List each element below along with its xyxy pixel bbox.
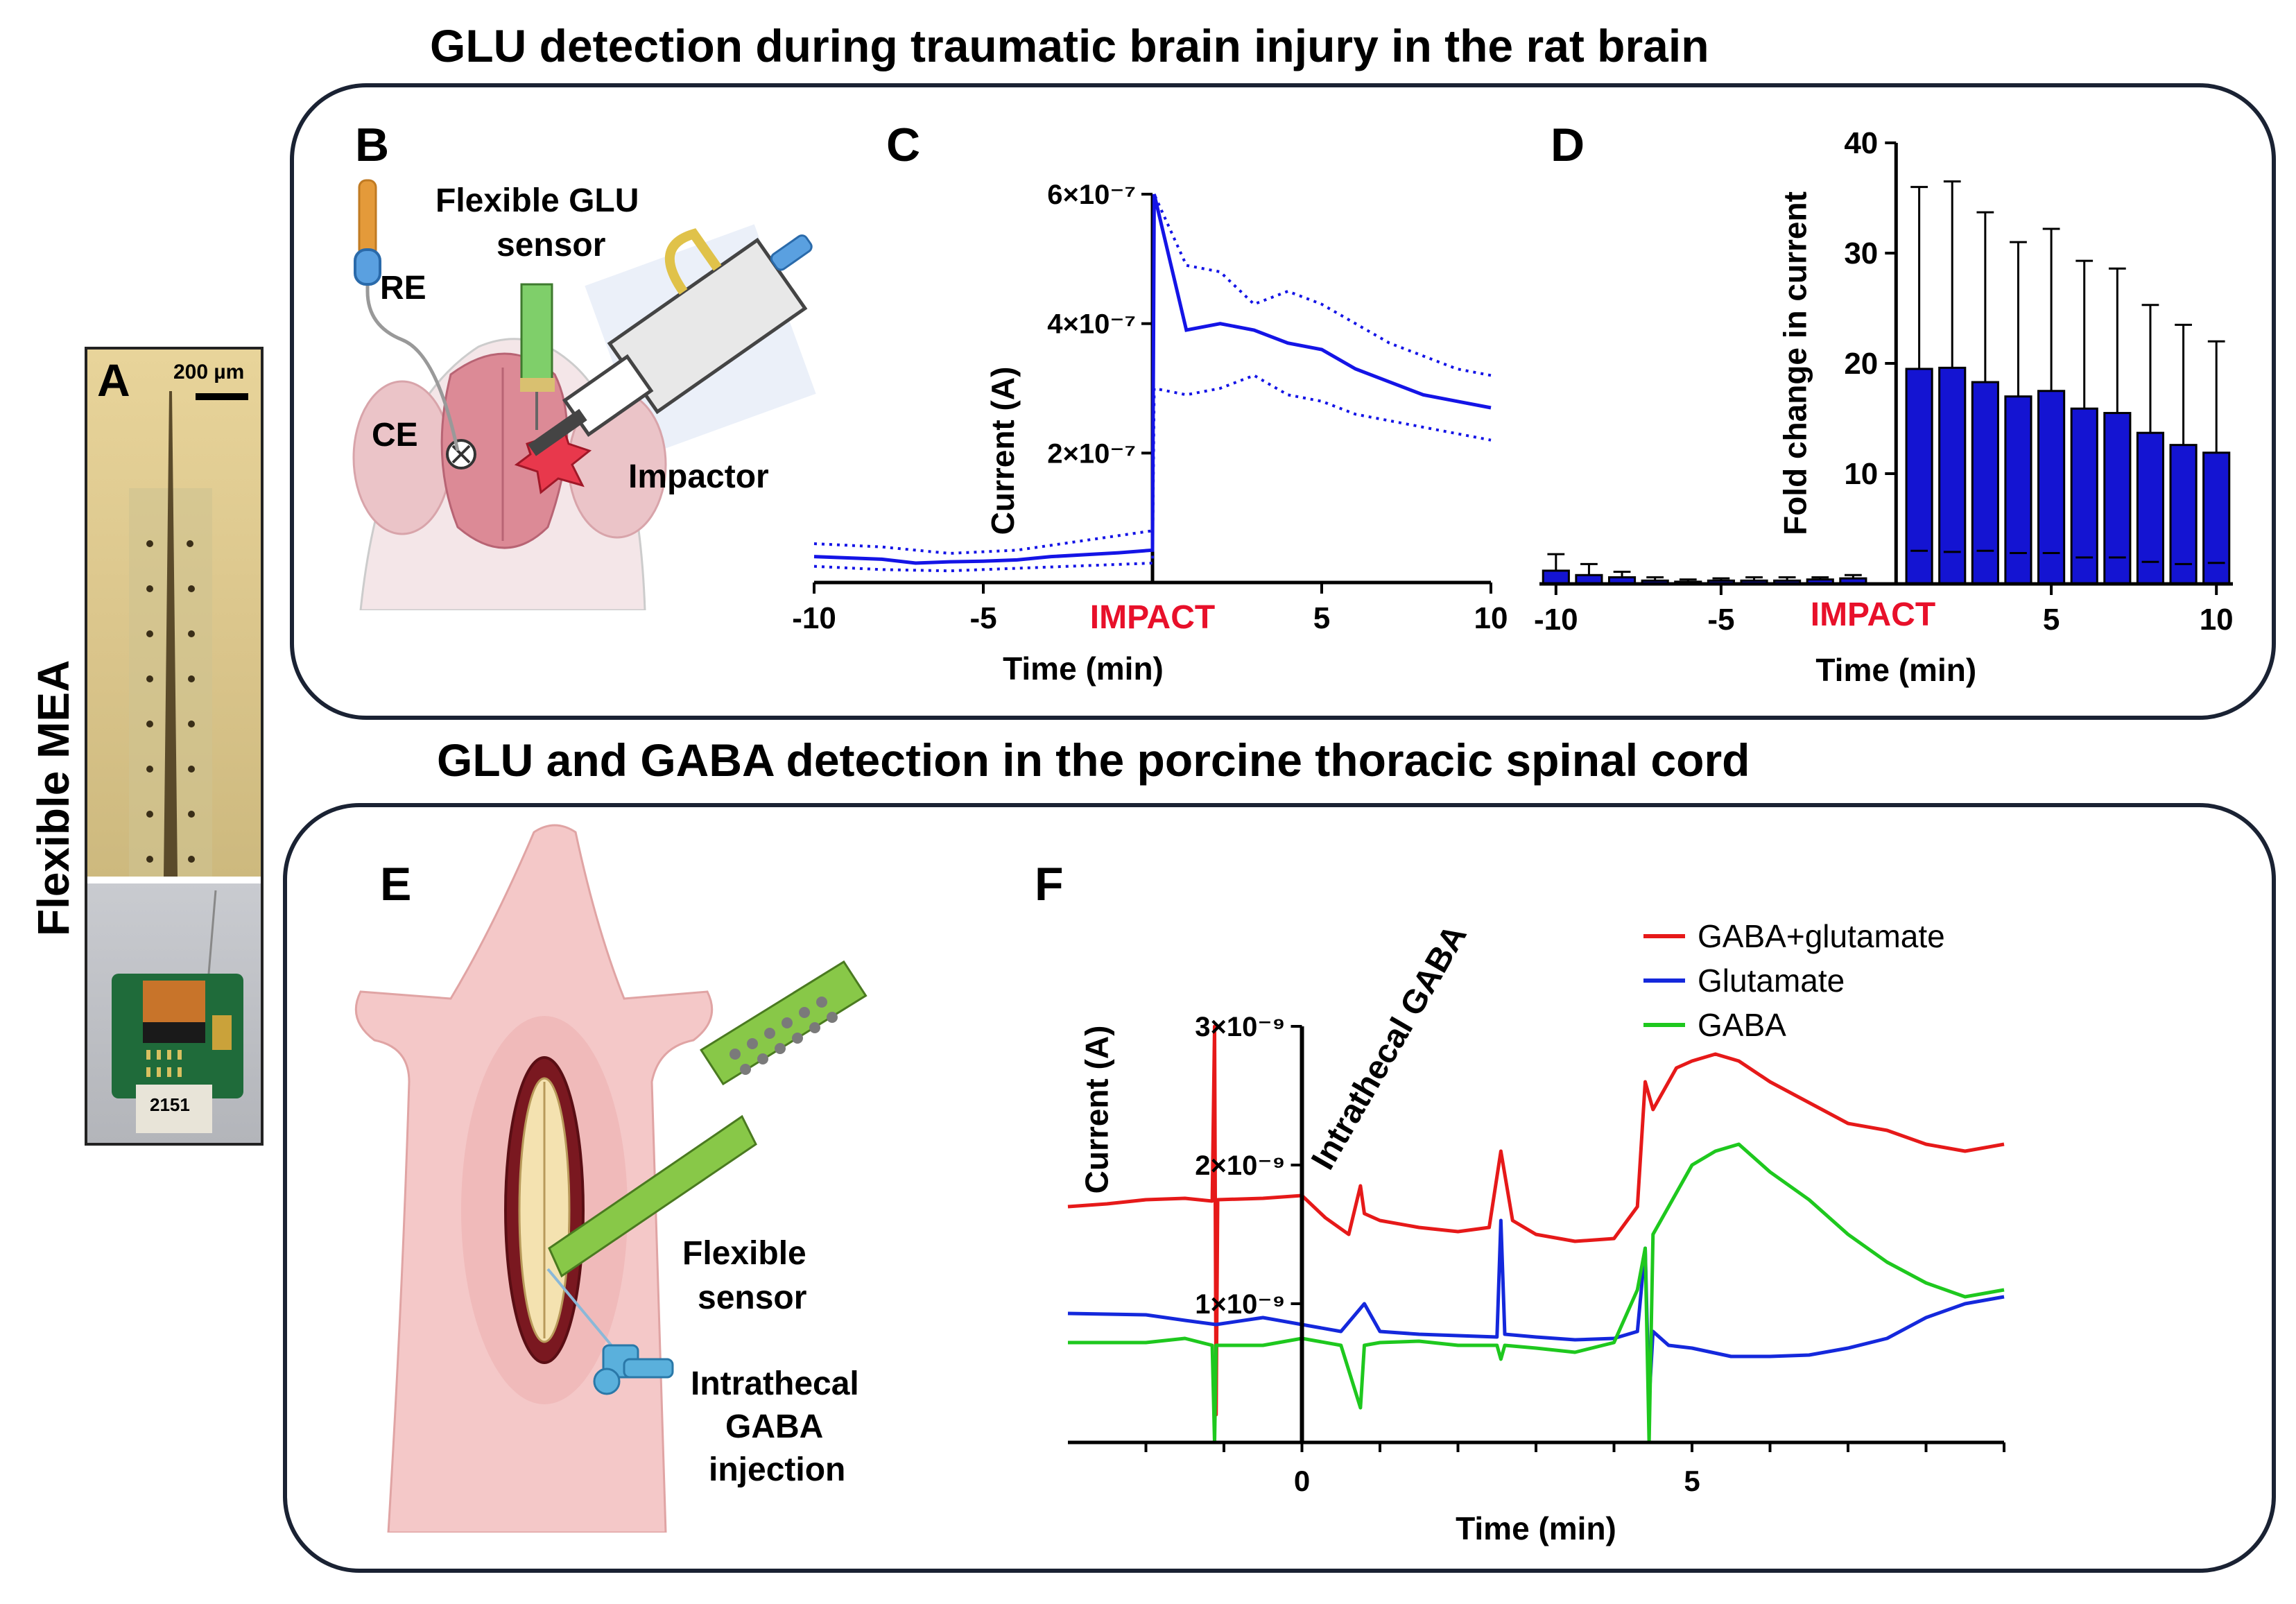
panel-c-letter: C [886, 119, 921, 171]
bar [1938, 366, 1967, 585]
bar [2169, 444, 2198, 585]
y-axis-label: Current (A) [1079, 1026, 1115, 1194]
scale-bar [196, 393, 248, 400]
y-tick-label: 2×10⁻⁷ [1047, 438, 1136, 469]
e-injection-line1: Intrathecal [691, 1365, 859, 1402]
mea-photo [87, 350, 261, 1143]
y-tick-label: 4×10⁻⁷ [1047, 309, 1136, 340]
y-tick-label: 1×10⁻⁹ [1195, 1289, 1285, 1320]
x-tick-label: 5 [1684, 1465, 1700, 1497]
lower-bound-line [813, 374, 1492, 573]
y-tick-label: 3×10⁻⁹ [1195, 1012, 1285, 1042]
panel-top-box [290, 83, 2276, 720]
x-tick-label: 5 [2043, 603, 2060, 637]
x-tick-label: 0 [1294, 1465, 1310, 1497]
bar [1971, 381, 1999, 585]
flexible-mea-label: Flexible MEA [28, 659, 78, 936]
e-injection-line3: injection [709, 1451, 846, 1488]
pig-illustration [354, 824, 868, 1533]
chart-c: -10 -5 5 10 2×10⁻⁷ 4×10⁻⁷ 6×10⁻⁷ IMPACT Time (mi… [792, 180, 1508, 687]
bar [2004, 395, 2032, 585]
series-line-0 [1067, 1024, 2005, 1417]
y-tick-label: 40 [1844, 126, 1878, 160]
x-tick-label: -5 [969, 601, 996, 635]
mean-line [813, 193, 1492, 565]
series-line-2 [1068, 1142, 2005, 1445]
x-tick-label: 10 [1474, 601, 1508, 635]
bottom-title: GLU and GABA detection in the porcine th… [437, 734, 1750, 786]
x-tick-label: 5 [1313, 601, 1330, 635]
sensor-label-line2: sensor [497, 227, 606, 264]
bar [1542, 569, 1570, 585]
x-tick-label: -10 [1534, 603, 1578, 637]
panel-a-frame [85, 347, 264, 1146]
y-tick-label: 10 [1844, 457, 1878, 491]
y-tick-label: 6×10⁻⁷ [1047, 180, 1136, 210]
e-sensor-line1: Flexible [682, 1235, 806, 1272]
e-sensor-line2: sensor [698, 1279, 807, 1316]
x-tick-label: -10 [792, 601, 836, 635]
panel-b-letter: B [355, 119, 390, 171]
panel-bottom-box [283, 803, 2276, 1573]
top-title: GLU detection during traumatic brain inj… [430, 20, 1709, 71]
y-axis-label: Current (A) [985, 367, 1021, 535]
panel-d-letter: D [1551, 119, 1585, 171]
x-axis-label: Time (min) [1815, 652, 1976, 688]
panel-f-letter: F [1035, 858, 1064, 911]
impact-annotation: IMPACT [1090, 599, 1215, 636]
bar [2037, 390, 2066, 585]
sensor-label-line1: Flexible GLU [435, 182, 639, 219]
ce-label: CE [372, 417, 418, 454]
y-tick-label: 2×10⁻⁹ [1195, 1150, 1285, 1181]
x-axis-label: Time (min) [1003, 650, 1164, 687]
legend-label-2: GABA [1698, 1007, 1786, 1043]
x-tick-label: -5 [1707, 603, 1734, 637]
annotation-intrathecal-gaba: Intrathecal GABA [1304, 919, 1474, 1176]
side-label: Flexible MEA [21, 660, 78, 936]
e-injection-line2: GABA [725, 1408, 824, 1445]
re-label: RE [380, 270, 426, 307]
rat-illustration [352, 179, 816, 610]
y-tick-label: 20 [1844, 347, 1878, 381]
impactor-label: Impactor [628, 458, 769, 495]
legend-label-0: GABA+glutamate [1698, 918, 1945, 954]
bar [2202, 451, 2231, 585]
panel-a-letter: A [97, 354, 130, 406]
panel-e-letter: E [380, 858, 412, 911]
scale-bar-label: 200 µm [173, 361, 245, 383]
x-axis-label: Time (min) [1456, 1510, 1616, 1546]
legend-label-1: Glutamate [1698, 963, 1845, 999]
x-tick-label: 10 [2200, 603, 2234, 637]
board-tag: 2151 [150, 1094, 190, 1115]
chart-f: 0 5 1×10⁻⁹ 2×10⁻⁹ 3×10⁻⁹ Time (min) Current (A… [1067, 918, 2005, 1546]
impact-annotation: IMPACT [1811, 596, 1935, 633]
y-tick-label: 30 [1844, 236, 1878, 270]
y-axis-label: Fold change in current [1777, 191, 1813, 535]
bar [1905, 368, 1933, 585]
